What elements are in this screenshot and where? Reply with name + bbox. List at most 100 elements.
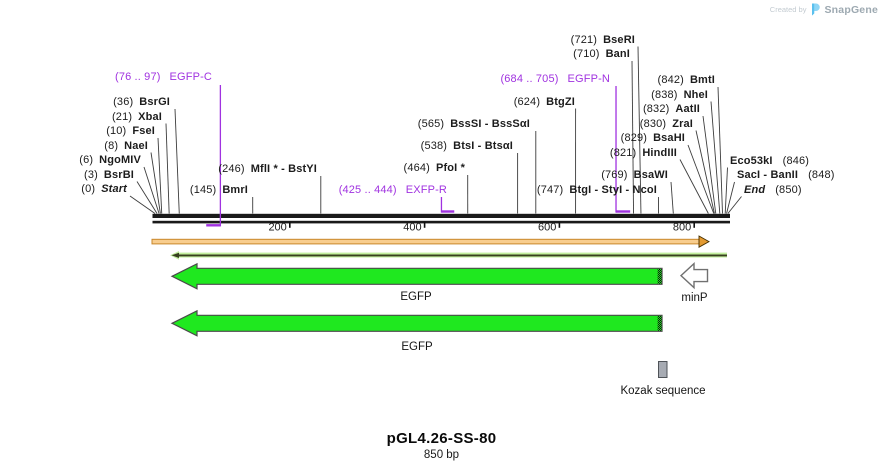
site-label-BmtI-num: (842) [657, 74, 684, 86]
sequence-bar[interactable] [152, 213, 731, 224]
kozak-box[interactable] [658, 361, 668, 378]
site-label-BsaHI[interactable]: (829)BsaHI [621, 132, 685, 145]
ruler-tick-label-600: 600 [538, 222, 556, 234]
site-label-AatII-name: AatII [675, 103, 700, 115]
site-label-SacI-BanII[interactable]: SacI - BanII(848) [737, 169, 835, 182]
site-label-BanI[interactable]: (710)BanI [573, 48, 630, 61]
site-label-BtsI-Bts-I-name: BtsI - BtsαI [453, 140, 513, 152]
site-label-BtgZI[interactable]: (624)BtgZI [514, 96, 575, 109]
site-label-BtsI-Bts-I[interactable]: (538) BtsI - BtsαI [421, 140, 513, 153]
site-label-HindIII[interactable]: (821) HindIII [610, 147, 677, 160]
site-label-XbaI[interactable]: (21)XbaI [112, 111, 162, 124]
site-label-BsaHI-name: BsaHI [653, 132, 685, 144]
site-label-FseI-num: (10) [106, 125, 127, 137]
site-label-BssSI-BssS-I-num: (565) [417, 118, 445, 130]
site-label-Eco53kI-name: Eco53kI [730, 154, 773, 167]
leader-line-NaeI [150, 152, 161, 214]
site-label-NaeI-num: (8) [104, 139, 119, 152]
leader-line-NheI [710, 101, 721, 214]
watermark-brand: SnapGene [824, 3, 878, 16]
leader-line-BsaHI [687, 144, 715, 214]
egfp-arrow-1[interactable] [170, 262, 663, 290]
leader-line-AatII [702, 115, 717, 214]
leader-line-FseI [157, 137, 163, 214]
site-label-Start-name: Start [101, 183, 127, 195]
site-label-BsrGI[interactable]: (36) BsrGI [113, 96, 170, 109]
primer-label-EXFP-R[interactable]: (425 .. 444)EXFP-R [339, 184, 447, 197]
site-label-BssSI-BssS-I[interactable]: (565)BssSI - BssSαI [418, 118, 530, 131]
site-label-Eco53kI-num: (846) [782, 154, 810, 167]
site-label-MflI-BstYI[interactable]: (246) MflI * - BstYI [218, 163, 317, 176]
kozak-feature-label[interactable]: Kozak sequence [620, 384, 706, 397]
site-label-BsrGI-num: (36) [113, 96, 134, 108]
site-label-NgoMIV[interactable]: (6)NgoMIV [79, 154, 141, 167]
egfp-arrow-2[interactable] [170, 309, 663, 337]
site-label-FseI[interactable]: (10)FseI [106, 125, 155, 138]
site-label-BanI-num: (710) [573, 48, 600, 60]
site-label-HindIII-num: (821) [609, 146, 637, 159]
site-label-BsrBI-name: BsrBI [103, 168, 134, 181]
site-label-BmtI-name: BmtI [689, 74, 715, 86]
egfp-feature-label-2[interactable]: EGFP [401, 340, 433, 353]
thin-green-arrow-feature[interactable] [170, 251, 727, 260]
site-label-BsrBI[interactable]: (3)BsrBI [84, 169, 134, 182]
site-label-Start[interactable]: (0)Start [81, 183, 127, 196]
site-label-AatII-num: (832) [642, 103, 670, 115]
primer-label-EGFP-N[interactable]: (684 .. 705)EGFP-N [500, 73, 610, 86]
primer-label-EGFP-C[interactable]: (76 .. 97)EGFP-C [115, 71, 212, 84]
site-label-BsrGI-name: BsrGI [139, 96, 170, 108]
site-label-BmtI[interactable]: (842) BmtI [658, 74, 715, 87]
site-label-NheI[interactable]: (838)NheI [651, 89, 708, 102]
orange-arrow-feature[interactable] [151, 235, 710, 248]
leader-line-End [727, 196, 742, 214]
leader-line-Eco53kI [724, 167, 728, 214]
site-label-BmrI[interactable]: (145)BmrI [190, 184, 248, 197]
site-label-BtgI-StyI-NcoI[interactable]: (747) BtgI - StyI - NcoI [537, 184, 657, 197]
construct-name: pGL4.26-SS-80 [386, 430, 497, 447]
site-label-BseRI[interactable]: (721)BseRI [571, 34, 635, 47]
construct-length: 850 bp [423, 448, 460, 461]
site-label-MflI-BstYI-name: MflI * - BstYI [250, 163, 317, 175]
leader-line-BmtI [717, 86, 723, 214]
site-label-End[interactable]: End (850) [744, 184, 802, 197]
site-label-MflI-BstYI-num: (246) [218, 163, 245, 175]
ruler-tick-label-800: 800 [673, 222, 691, 234]
site-label-BmrI-name: BmrI [222, 184, 248, 196]
site-label-NaeI[interactable]: (8) NaeI [104, 140, 148, 153]
site-label-PfoI-name: PfoI * [435, 162, 465, 174]
site-label-HindIII-name: HindIII [642, 146, 677, 159]
leader-line-BsrGI [174, 108, 180, 214]
site-label-ZraI-num: (830) [639, 117, 667, 130]
sequence-bar-bottom-strand[interactable] [152, 220, 731, 224]
leader-line-BsaWI [670, 181, 674, 214]
primer-label-EGFP-N-name: EGFP-N [567, 73, 610, 85]
site-label-End-num: (850) [775, 183, 802, 196]
site-label-NgoMIV-num: (6) [79, 154, 94, 166]
site-label-BtgI-StyI-NcoI-num: (747) [536, 184, 564, 196]
site-label-End-name: End [744, 183, 766, 196]
minp-feature-label[interactable]: minP [681, 291, 708, 304]
site-label-NaeI-name: NaeI [124, 139, 148, 152]
primer-label-EGFP-C-name: EGFP-C [169, 71, 212, 83]
site-label-BseRI-num: (721) [570, 33, 598, 46]
site-label-BtsI-Bts-I-num: (538) [420, 140, 448, 152]
site-label-BtgZI-name: BtgZI [546, 95, 575, 108]
site-label-BsaWI[interactable]: (769)BsaWI [601, 169, 668, 182]
leader-line-HindIII [679, 159, 709, 214]
site-label-ZraI[interactable]: (830) ZraI [640, 118, 693, 131]
site-label-PfoI[interactable]: (464)PfoI * [404, 162, 465, 175]
snapgene-logo-icon [812, 3, 821, 16]
site-label-BsaWI-num: (769) [601, 169, 628, 181]
egfp-feature-label-1[interactable]: EGFP [400, 290, 432, 303]
primer-marks [206, 85, 631, 227]
leader-line-NgoMIV [143, 166, 160, 214]
sequence-bar-top-strand[interactable] [152, 213, 731, 218]
site-label-ZraI-name: ZraI [672, 117, 693, 130]
site-label-BtgI-StyI-NcoI-name: BtgI - StyI - NcoI [569, 184, 657, 196]
site-label-AatII[interactable]: (832) AatII [643, 103, 700, 116]
site-label-Eco53kI[interactable]: Eco53kI (846) [730, 155, 809, 168]
leader-line-Start [129, 195, 156, 214]
minp-arrow[interactable] [679, 262, 709, 290]
